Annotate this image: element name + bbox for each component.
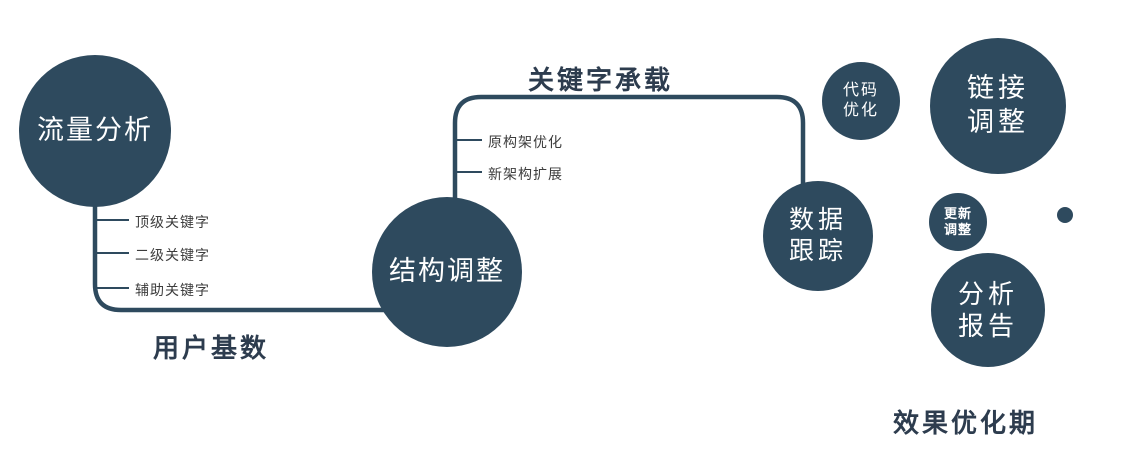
node-label-line: 更新 xyxy=(943,205,972,221)
dot-marker xyxy=(1057,207,1073,223)
node-label-line: 优化 xyxy=(842,102,879,119)
node-analysis-report: 分析 报告 xyxy=(931,253,1045,367)
node-label-line: 报告 xyxy=(957,311,1018,341)
branch-label-aux-keyword: 辅助关键字 xyxy=(135,282,210,298)
node-data-tracking: 数据 跟踪 xyxy=(763,181,873,291)
edge-structure-to-data xyxy=(452,94,806,210)
edge-label-keyword-load: 关键字承载 xyxy=(528,65,674,95)
node-code-optimize: 代码 优化 xyxy=(822,62,900,140)
node-label-line: 链接 xyxy=(967,73,1029,104)
node-label-line: 分析 xyxy=(957,278,1018,309)
node-link-adjust: 链接 调整 xyxy=(930,38,1066,174)
node-label-line: 数据 xyxy=(788,205,847,234)
edge-label-user-base: 用户基数 xyxy=(153,333,270,363)
node-update-adjust: 更新 调整 xyxy=(929,193,987,251)
node-label: 结构调整 xyxy=(389,256,505,287)
branch-label-top-keyword: 顶级关键字 xyxy=(135,214,210,230)
node-structure-adjust: 结构调整 xyxy=(372,197,522,347)
node-traffic-analysis: 流量分析 xyxy=(19,55,171,207)
node-label: 流量分析 xyxy=(37,115,153,146)
branch-label-arch-expand: 新架构扩展 xyxy=(488,166,563,182)
edge-traffic-to-structure xyxy=(92,190,400,313)
branch-label-arch-optimize: 原构架优化 xyxy=(488,134,563,150)
node-label-line: 调整 xyxy=(943,222,972,237)
node-label-line: 跟踪 xyxy=(788,237,847,265)
branch-label-second-keyword: 二级关键字 xyxy=(135,247,210,263)
node-label-line: 代码 xyxy=(842,82,879,99)
node-label-line: 调整 xyxy=(967,107,1029,137)
diagram-caption: 效果优化期 xyxy=(893,408,1039,438)
